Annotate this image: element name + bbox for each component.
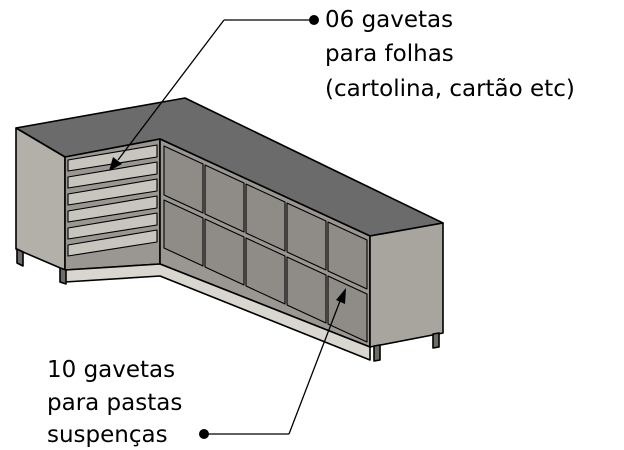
cabinet-foot — [59, 267, 67, 285]
sheet-drawer — [67, 195, 158, 223]
bottom-callout-line-3: suspenças — [47, 422, 168, 448]
folder-drawer — [163, 199, 204, 267]
folder-drawer — [204, 218, 245, 286]
sheet-drawers — [67, 144, 158, 257]
cabinet-foot — [432, 332, 440, 349]
folder-drawer — [327, 221, 368, 290]
folder-drawer — [245, 183, 286, 252]
bottom-callout-line-1: 10 gavetas — [47, 357, 175, 383]
folder-drawer — [286, 256, 327, 324]
right-end-panel — [369, 222, 444, 348]
bottom-callout-line-2: para pastas — [47, 390, 182, 416]
top-callout-line-1: 06 gavetas — [325, 7, 453, 33]
sheet-drawer — [67, 161, 158, 189]
top-callout-dot — [309, 15, 319, 25]
folder-drawer — [286, 202, 327, 271]
bottom-callout-leader — [288, 300, 341, 435]
folder-drawer — [163, 145, 204, 214]
folder-drawer — [327, 275, 368, 343]
cabinet-foot — [16, 248, 24, 267]
folder-drawers — [163, 145, 368, 343]
top-callout-line-3: (cartolina, cartão etc) — [325, 76, 575, 102]
cabinet-foot — [373, 344, 381, 362]
sheet-drawer — [67, 178, 158, 206]
bottom-callout-dot — [199, 429, 209, 439]
sheet-drawer — [67, 212, 158, 240]
top-callout-arrowhead — [109, 157, 122, 171]
bottom-callout-arrowhead — [336, 288, 346, 304]
sheet-drawer — [67, 144, 158, 172]
folder-drawer — [245, 237, 286, 305]
folder-drawer — [204, 164, 245, 233]
top-callout-leader — [117, 19, 225, 161]
sheet-drawer — [67, 229, 158, 257]
top-callout-line-2: para folhas — [325, 41, 454, 67]
